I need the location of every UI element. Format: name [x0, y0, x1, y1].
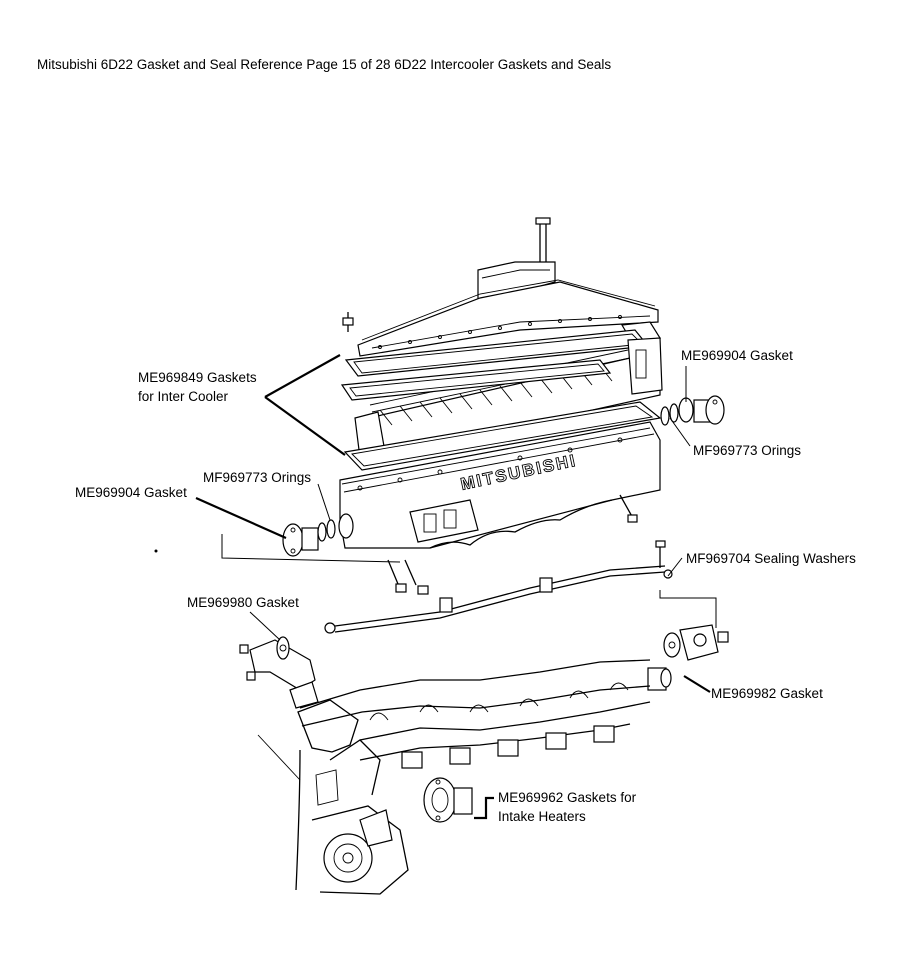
intake-heater-lower [423, 777, 473, 823]
lower-gasket [343, 401, 662, 471]
callout-gaskets-intake-heaters: ME969962 Gaskets for Intake Heaters [498, 788, 636, 826]
right-heater-assembly [647, 624, 729, 691]
callout-gasket-left: ME969904 Gasket [75, 485, 187, 500]
intake-manifold [299, 659, 651, 769]
callout-gaskets-inter-cooler-line1: ME969849 Gaskets [138, 370, 257, 385]
left-flange-assembly [282, 513, 354, 557]
callout-sealing-washers: MF969704 Sealing Washers [686, 551, 856, 566]
callout-gaskets-intake-heaters-line2: Intake Heaters [498, 809, 586, 824]
callout-orings-right: MF969773 Orings [693, 443, 802, 458]
middle-gasket [340, 359, 612, 401]
callout-gaskets-inter-cooler-line2: for Inter Cooler [138, 389, 229, 404]
callout-gaskets-inter-cooler: ME969849 Gaskets for Inter Cooler [138, 368, 257, 406]
callout-gasket-980: ME969980 Gasket [187, 595, 299, 610]
leader-lines [154, 354, 717, 820]
bolts-and-pipe [324, 494, 673, 634]
right-flange-assembly [660, 395, 725, 426]
intercooler-top-cover [342, 217, 659, 357]
intake-elbow-left [239, 636, 319, 709]
callout-gasket-right-top: ME969904 Gasket [681, 348, 793, 363]
callout-orings-left: MF969773 Orings [203, 470, 312, 485]
engine-front-housing [257, 699, 409, 895]
callout-gaskets-intake-heaters-line1: ME969962 Gaskets for [498, 790, 637, 805]
page-title: Mitsubishi 6D22 Gasket and Seal Referenc… [37, 57, 612, 72]
callout-gasket-982: ME969982 Gasket [711, 686, 823, 701]
